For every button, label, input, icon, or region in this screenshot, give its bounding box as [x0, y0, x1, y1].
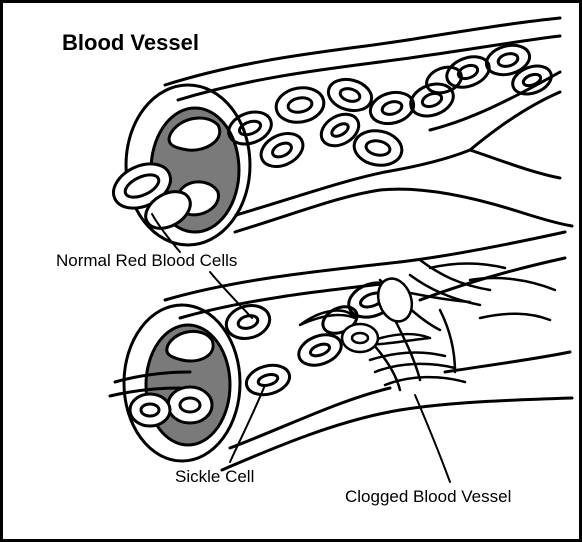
label-clogged-blood-vessel: Clogged Blood Vessel: [345, 487, 511, 506]
red-blood-cell: [367, 88, 417, 128]
red-blood-cell-center: [522, 72, 542, 88]
spilling-red-cell: [130, 394, 170, 426]
diagram-title: Blood Vessel: [62, 30, 199, 55]
vessel2-branch-lower: [445, 352, 570, 372]
sickle-cell: [300, 311, 355, 325]
red-blood-cell: [351, 127, 404, 169]
red-blood-cell: [273, 84, 326, 126]
red-blood-cell-center: [287, 96, 313, 114]
leader-line-clogged-vessel: [415, 395, 450, 482]
red-blood-cell-center: [457, 63, 480, 81]
red-blood-cell-center: [381, 100, 403, 117]
red-blood-cell-center: [309, 342, 331, 358]
leader-line-normal-cells-bottom: [210, 272, 252, 318]
sickle-cell: [395, 320, 420, 380]
sickle-cell-clot: [300, 260, 555, 390]
lumen-red-cell: [168, 387, 212, 423]
vessel-bottom-outer-wall: [235, 189, 572, 232]
red-blood-cell: [316, 108, 365, 152]
red-blood-cell-center: [270, 140, 293, 159]
red-blood-cell: [243, 361, 293, 399]
sickle-cell: [480, 314, 550, 320]
red-blood-cell-center: [257, 373, 279, 388]
sickle-cell: [440, 310, 455, 372]
red-blood-cell: [325, 75, 375, 115]
red-blood-cell: [295, 329, 346, 370]
red-blood-cell-center: [339, 87, 361, 104]
vessel-bottom-inner-wall: [236, 150, 470, 215]
label-sickle-cell: Sickle Cell: [175, 467, 254, 486]
label-normal-red-blood-cells: Normal Red Blood Cells: [56, 251, 237, 270]
vessel2-bottom-outer-wall: [222, 398, 572, 470]
red-blood-cell: [423, 63, 465, 98]
red-blood-cell-center: [365, 139, 391, 157]
red-blood-cell-center: [497, 52, 519, 69]
red-blood-cell: [256, 127, 309, 173]
red-blood-cell-center: [237, 314, 259, 331]
red-blood-cell-center: [330, 121, 351, 139]
trapped-red-cell: [342, 324, 378, 352]
leader-line-sickle-cell: [230, 385, 265, 462]
vessel-branch-upper: [470, 92, 560, 150]
sickle-cell: [430, 264, 505, 269]
vessel-branch-lower: [470, 150, 560, 178]
